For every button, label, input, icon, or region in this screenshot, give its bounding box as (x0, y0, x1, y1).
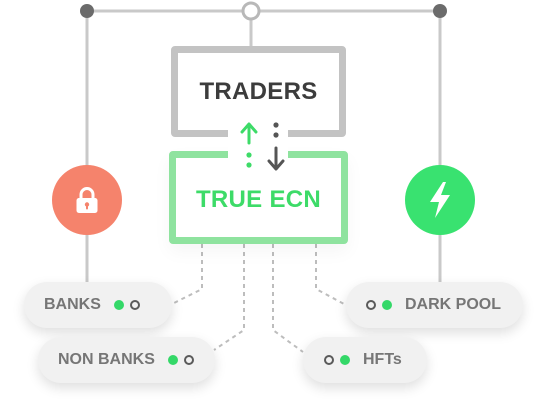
status-dots-non-banks (167, 355, 194, 365)
status-dot-active (167, 355, 178, 365)
status-dot-active (382, 300, 392, 310)
status-dot-inactive (183, 355, 194, 365)
source-label-hfts: HFTs (363, 351, 402, 368)
status-dot-inactive (366, 300, 376, 310)
frame-node-left (80, 4, 94, 18)
source-label-dark-pool: DARK POOL (405, 296, 501, 313)
status-dots-banks (113, 300, 140, 310)
frame-node-right (433, 4, 447, 18)
source-pill-banks: BANKS (24, 282, 172, 328)
source-pill-dark-pool: DARK POOL (346, 282, 523, 328)
source-label-banks: BANKS (44, 296, 101, 313)
up-arrow-icon (240, 122, 258, 168)
status-dot-active (113, 300, 124, 310)
connector-dark-pool (315, 244, 347, 306)
lightning-circle (405, 165, 475, 235)
source-label-non-banks: NON BANKS (58, 351, 155, 368)
status-dots-dark-pool (366, 300, 392, 310)
lightning-bolt-icon (430, 182, 450, 218)
arrow-gap (228, 116, 288, 180)
traders-label: TRADERS (199, 77, 318, 105)
source-pill-hfts: HFTs (303, 337, 427, 383)
source-pill-non-banks: NON BANKS (38, 337, 215, 383)
status-dot-inactive (129, 300, 140, 310)
status-dots-hfts (324, 355, 350, 365)
lock-icon (76, 187, 98, 213)
lock-circle (52, 165, 122, 235)
down-arrow-icon (267, 122, 285, 171)
status-dot-active (340, 355, 350, 365)
true-ecn-label: TRUE ECN (195, 185, 322, 213)
status-dot-inactive (324, 355, 334, 365)
frame-node-center (241, 1, 261, 21)
